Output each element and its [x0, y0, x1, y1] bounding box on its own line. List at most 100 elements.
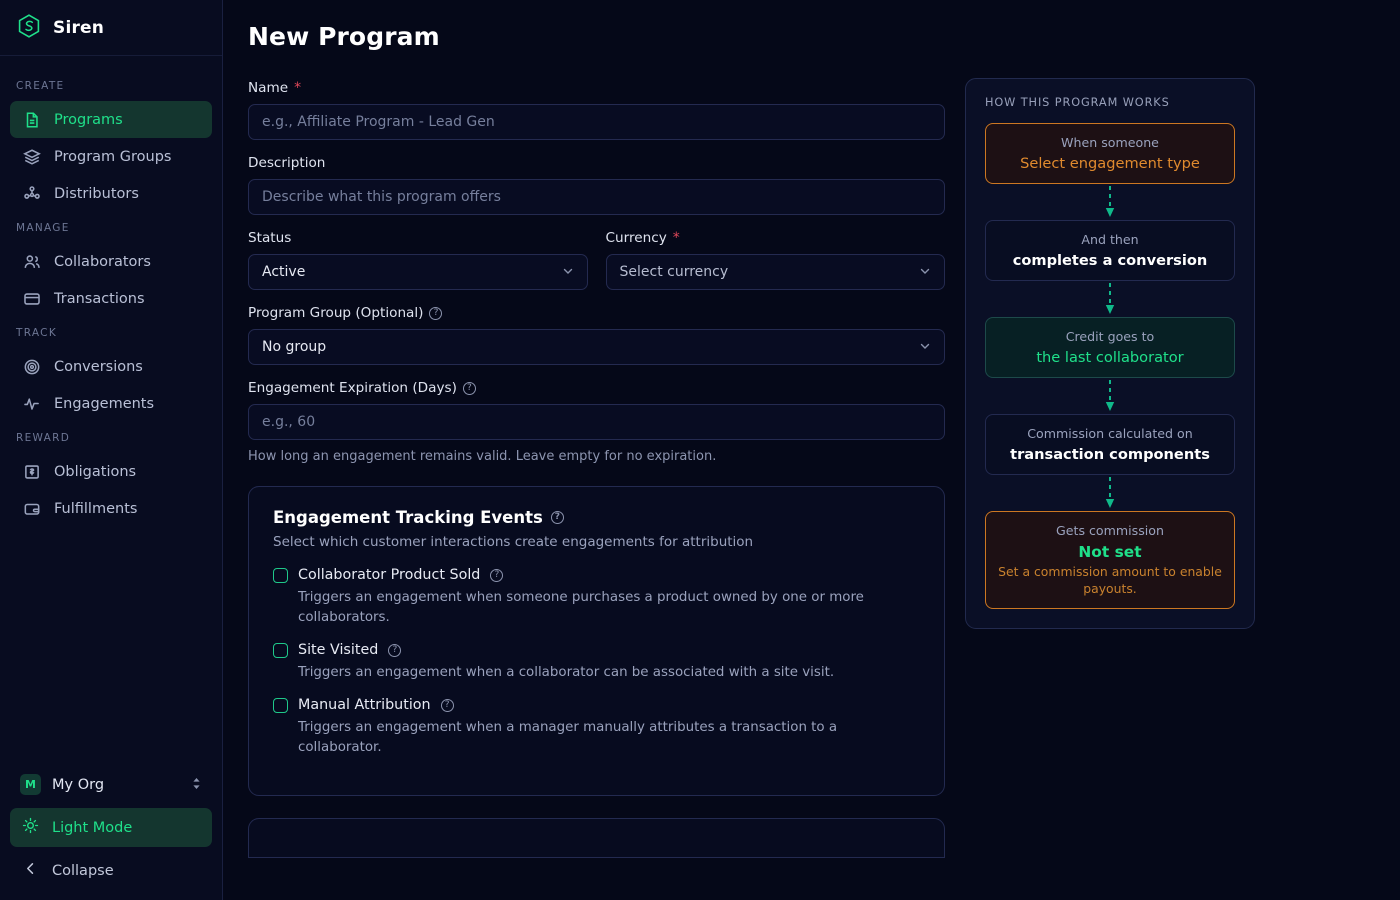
users-icon	[22, 252, 41, 271]
name-placeholder: e.g., Affiliate Program - Lead Gen	[262, 114, 495, 130]
sidebar-item-label: Fulfillments	[54, 500, 138, 517]
sidebar-item-program-groups[interactable]: Program Groups	[10, 138, 212, 175]
sidebar-item-fulfillments[interactable]: Fulfillments	[10, 490, 212, 527]
light-mode-toggle[interactable]: Light Mode	[10, 808, 212, 847]
light-mode-label: Light Mode	[52, 819, 133, 836]
sidebar-item-obligations[interactable]: Obligations	[10, 453, 212, 490]
option-label: Collaborator Product Sold	[298, 567, 481, 583]
sidebar-item-label: Conversions	[54, 358, 143, 375]
sidebar-item-collaborators[interactable]: Collaborators	[10, 243, 212, 280]
question-mark-icon[interactable]: ?	[440, 698, 454, 712]
option-label: Site Visited	[298, 642, 379, 659]
step-caption: When someone	[1061, 135, 1159, 150]
question-mark-icon[interactable]: ?	[462, 381, 476, 395]
flow-step-gets-commission[interactable]: Gets commission Not set Set a commission…	[985, 511, 1235, 610]
sidebar-nav: CREATE Programs Program Groups Distribut…	[0, 56, 222, 767]
tracking-option-manual-attribution: Manual Attribution ? Triggers an engagem…	[273, 697, 920, 758]
chevron-down-icon	[562, 265, 574, 280]
name-label: Name *	[248, 80, 302, 96]
wallet-icon	[22, 499, 41, 518]
sidebar-item-label: Collaborators	[54, 253, 151, 270]
step-caption: Gets commission	[1056, 523, 1164, 538]
sidebar-item-distributors[interactable]: Distributors	[10, 175, 212, 212]
layers-icon	[22, 147, 41, 166]
question-mark-icon[interactable]: ?	[429, 306, 443, 320]
field-description: Description Describe what this program o…	[248, 155, 945, 215]
chevron-down-icon	[919, 265, 931, 280]
flow-step-conversion[interactable]: And then completes a conversion	[985, 220, 1235, 281]
field-engagement-expiration: Engagement Expiration (Days) ? e.g., 60 …	[248, 380, 945, 464]
how-it-works-title: HOW THIS PROGRAM WORKS	[985, 96, 1170, 109]
field-name: Name * e.g., Affiliate Program - Lead Ge…	[248, 80, 945, 140]
nav-section-create: CREATE	[16, 80, 65, 92]
nav-section-reward: REWARD	[16, 432, 71, 444]
status-label: Status	[248, 230, 292, 246]
next-card-partial	[248, 817, 945, 858]
status-value: Active	[262, 264, 306, 280]
expiration-hint: How long an engagement remains valid. Le…	[248, 449, 717, 464]
brand-header[interactable]: Siren	[0, 0, 222, 56]
sidebar-item-programs[interactable]: Programs	[10, 101, 212, 138]
hexagon-s-logo-icon	[16, 13, 42, 43]
flow-step-credit[interactable]: Credit goes to the last collaborator	[985, 317, 1235, 378]
sidebar-item-engagements[interactable]: Engagements	[10, 385, 212, 422]
collapse-label: Collapse	[52, 862, 114, 879]
expiration-input[interactable]: e.g., 60	[248, 404, 945, 440]
program-group-value: No group	[262, 339, 327, 355]
program-group-select[interactable]: No group	[248, 329, 945, 365]
flow-step-commission-basis[interactable]: Commission calculated on transaction com…	[985, 414, 1235, 475]
description-label: Description	[248, 155, 326, 171]
tracking-card-subtitle: Select which customer interactions creat…	[273, 534, 754, 550]
nav-section-track: TRACK	[16, 327, 57, 339]
collapse-sidebar-button[interactable]: Collapse	[10, 851, 212, 890]
step-value: the last collaborator	[1036, 349, 1184, 366]
step-value: transaction components	[1010, 446, 1210, 463]
expiration-placeholder: e.g., 60	[262, 414, 316, 430]
target-icon	[22, 357, 41, 376]
flow-connector-arrow	[985, 184, 1235, 220]
credit-card-icon	[22, 289, 41, 308]
question-mark-icon[interactable]: ?	[388, 643, 402, 657]
currency-select[interactable]: Select currency	[605, 254, 945, 290]
document-icon	[22, 110, 41, 129]
sidebar: Siren CREATE Programs Program Groups	[0, 0, 223, 900]
option-description: Triggers an engagement when a collaborat…	[298, 665, 835, 681]
money-bill-icon	[22, 462, 41, 481]
program-group-label: Program Group (Optional) ?	[248, 305, 945, 321]
description-input[interactable]: Describe what this program offers	[248, 179, 945, 215]
flow-connector-arrow	[985, 378, 1235, 414]
sidebar-item-transactions[interactable]: Transactions	[10, 280, 212, 317]
field-row-status-currency: Status Active Currency *	[248, 230, 945, 290]
flow-step-engagement-type[interactable]: When someone Select engagement type	[985, 123, 1235, 184]
engagement-tracking-events-card: Engagement Tracking Events ? Select whic…	[248, 486, 945, 796]
org-avatar: M	[20, 774, 41, 795]
sidebar-item-label: Programs	[54, 111, 123, 128]
question-mark-icon[interactable]: ?	[490, 568, 504, 582]
tracking-card-title: Engagement Tracking Events ?	[273, 508, 920, 527]
how-it-works-column: HOW THIS PROGRAM WORKS When someone Sele…	[965, 22, 1255, 858]
step-caption: Commission calculated on	[1027, 426, 1193, 441]
checkbox-collaborator-product-sold[interactable]	[273, 567, 288, 583]
network-nodes-icon	[22, 184, 41, 203]
activity-pulse-icon	[22, 394, 41, 413]
question-mark-icon[interactable]: ?	[550, 511, 564, 524]
sidebar-item-conversions[interactable]: Conversions	[10, 348, 212, 385]
step-caption: And then	[1081, 232, 1139, 247]
step-value: Not set	[1078, 543, 1142, 561]
status-select[interactable]: Active	[248, 254, 588, 290]
sidebar-item-label: Obligations	[54, 463, 137, 480]
checkbox-site-visited[interactable]	[273, 642, 288, 658]
org-switcher[interactable]: M My Org	[10, 767, 212, 802]
option-description: Triggers an engagement when someone purc…	[298, 590, 864, 626]
sun-icon	[22, 817, 39, 838]
chevron-up-down-icon	[191, 776, 202, 793]
sidebar-item-label: Program Groups	[54, 148, 172, 165]
sidebar-item-label: Engagements	[54, 395, 155, 412]
description-placeholder: Describe what this program offers	[262, 189, 501, 205]
name-input[interactable]: e.g., Affiliate Program - Lead Gen	[248, 104, 945, 140]
checkbox-manual-attribution[interactable]	[273, 697, 288, 713]
step-value: completes a conversion	[1012, 252, 1208, 269]
step-caption: Credit goes to	[1065, 329, 1155, 344]
currency-value: Select currency	[619, 264, 729, 280]
